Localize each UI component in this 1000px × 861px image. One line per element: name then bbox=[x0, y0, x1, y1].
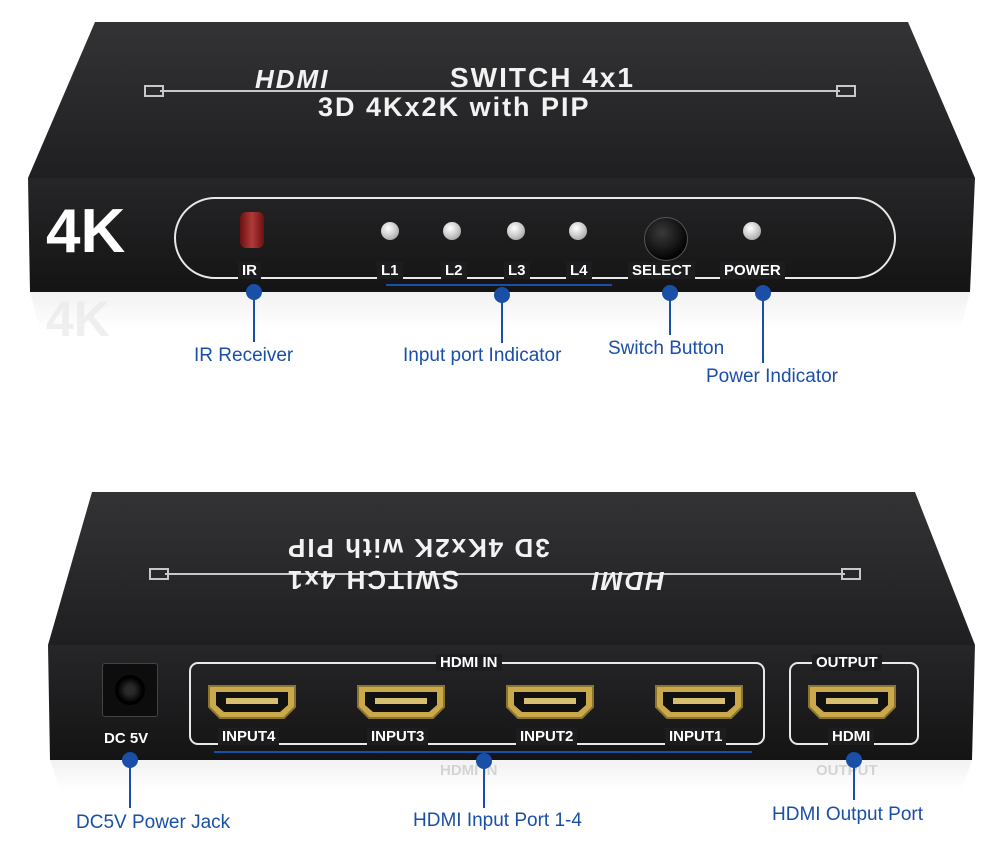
front-title-line2: 3D 4Kx2K with PIP bbox=[318, 92, 591, 122]
led-l4 bbox=[569, 222, 587, 240]
callout-line-output bbox=[853, 766, 855, 800]
label-input1: INPUT1 bbox=[665, 728, 727, 745]
label-hdmi-in: HDMI IN bbox=[436, 654, 502, 671]
callout-bracket-inputs bbox=[214, 751, 752, 753]
led-l1 bbox=[381, 222, 399, 240]
callout-line-indicators bbox=[501, 301, 503, 343]
front-device: HDMI SWITCH 4x1 3D 4Kx2K with PIP 4K 4K … bbox=[0, 0, 1000, 420]
front-title-line1: SWITCH 4x1 bbox=[450, 62, 635, 93]
callout-bracket-indicators bbox=[386, 284, 612, 286]
label-dc5v: DC 5V bbox=[104, 730, 149, 747]
back-title-line2: 3D 4Kx2K with PIP bbox=[286, 533, 550, 563]
callout-dot-dc bbox=[122, 752, 138, 768]
hdmi-port-input4[interactable] bbox=[206, 683, 298, 721]
callout-hdmi-input: HDMI Input Port 1-4 bbox=[413, 810, 582, 831]
dc-jack-hole bbox=[115, 675, 145, 705]
callout-line-ir bbox=[253, 298, 255, 342]
label-output: OUTPUT bbox=[812, 654, 882, 671]
callout-input-indicator: Input port Indicator bbox=[403, 345, 562, 366]
callout-hdmi-output: HDMI Output Port bbox=[772, 804, 923, 825]
label-input3: INPUT3 bbox=[367, 728, 429, 745]
hdmi-port-input2[interactable] bbox=[504, 683, 596, 721]
callout-line-dc bbox=[129, 766, 131, 808]
select-button[interactable] bbox=[644, 217, 688, 261]
front-4k-badge: 4K bbox=[46, 197, 126, 266]
ir-receiver-window bbox=[240, 212, 264, 248]
front-device-body-svg bbox=[28, 22, 975, 330]
callout-line-inputs bbox=[483, 767, 485, 808]
led-l3 bbox=[507, 222, 525, 240]
label-input4: INPUT4 bbox=[218, 728, 280, 745]
led-power bbox=[743, 222, 761, 240]
dc-jack bbox=[102, 663, 158, 717]
label-l1: L1 bbox=[377, 262, 403, 279]
callout-dot-indicators bbox=[494, 287, 510, 303]
label-output-reflection: OUTPUT bbox=[816, 762, 878, 779]
front-4k-badge-reflection: 4K bbox=[46, 291, 110, 347]
callout-dot-switch bbox=[662, 285, 678, 301]
label-input2: INPUT2 bbox=[516, 728, 578, 745]
label-l4: L4 bbox=[566, 262, 592, 279]
hdmi-port-input3[interactable] bbox=[355, 683, 447, 721]
hdmi-port-input1[interactable] bbox=[653, 683, 745, 721]
back-device: 3D 4Kx2K with PIP SWITCH 4x1 HDMI DC 5V … bbox=[0, 470, 1000, 861]
label-select: SELECT bbox=[628, 262, 696, 279]
callout-dot-ir bbox=[246, 284, 262, 300]
label-ir: IR bbox=[238, 262, 261, 279]
callout-line-switch bbox=[669, 299, 671, 335]
label-hdmi-out: HDMI bbox=[828, 728, 875, 745]
callout-dot-power bbox=[755, 285, 771, 301]
hdmi-port-output[interactable] bbox=[806, 683, 898, 721]
callout-dot-inputs bbox=[476, 753, 492, 769]
back-title-line1: SWITCH 4x1 bbox=[286, 565, 460, 595]
callout-ir-receiver: IR Receiver bbox=[194, 345, 294, 366]
callout-power-indicator: Power Indicator bbox=[706, 366, 839, 387]
label-power: POWER bbox=[720, 262, 785, 279]
callout-dc-jack: DC5V Power Jack bbox=[76, 812, 231, 833]
front-brand-logo: HDMI bbox=[255, 64, 330, 94]
led-l2 bbox=[443, 222, 461, 240]
label-l3: L3 bbox=[504, 262, 530, 279]
callout-line-power bbox=[762, 299, 764, 363]
label-l2: L2 bbox=[441, 262, 467, 279]
callout-switch-button: Switch Button bbox=[608, 338, 725, 359]
callout-dot-output bbox=[846, 752, 862, 768]
back-brand-logo: HDMI bbox=[590, 566, 665, 596]
